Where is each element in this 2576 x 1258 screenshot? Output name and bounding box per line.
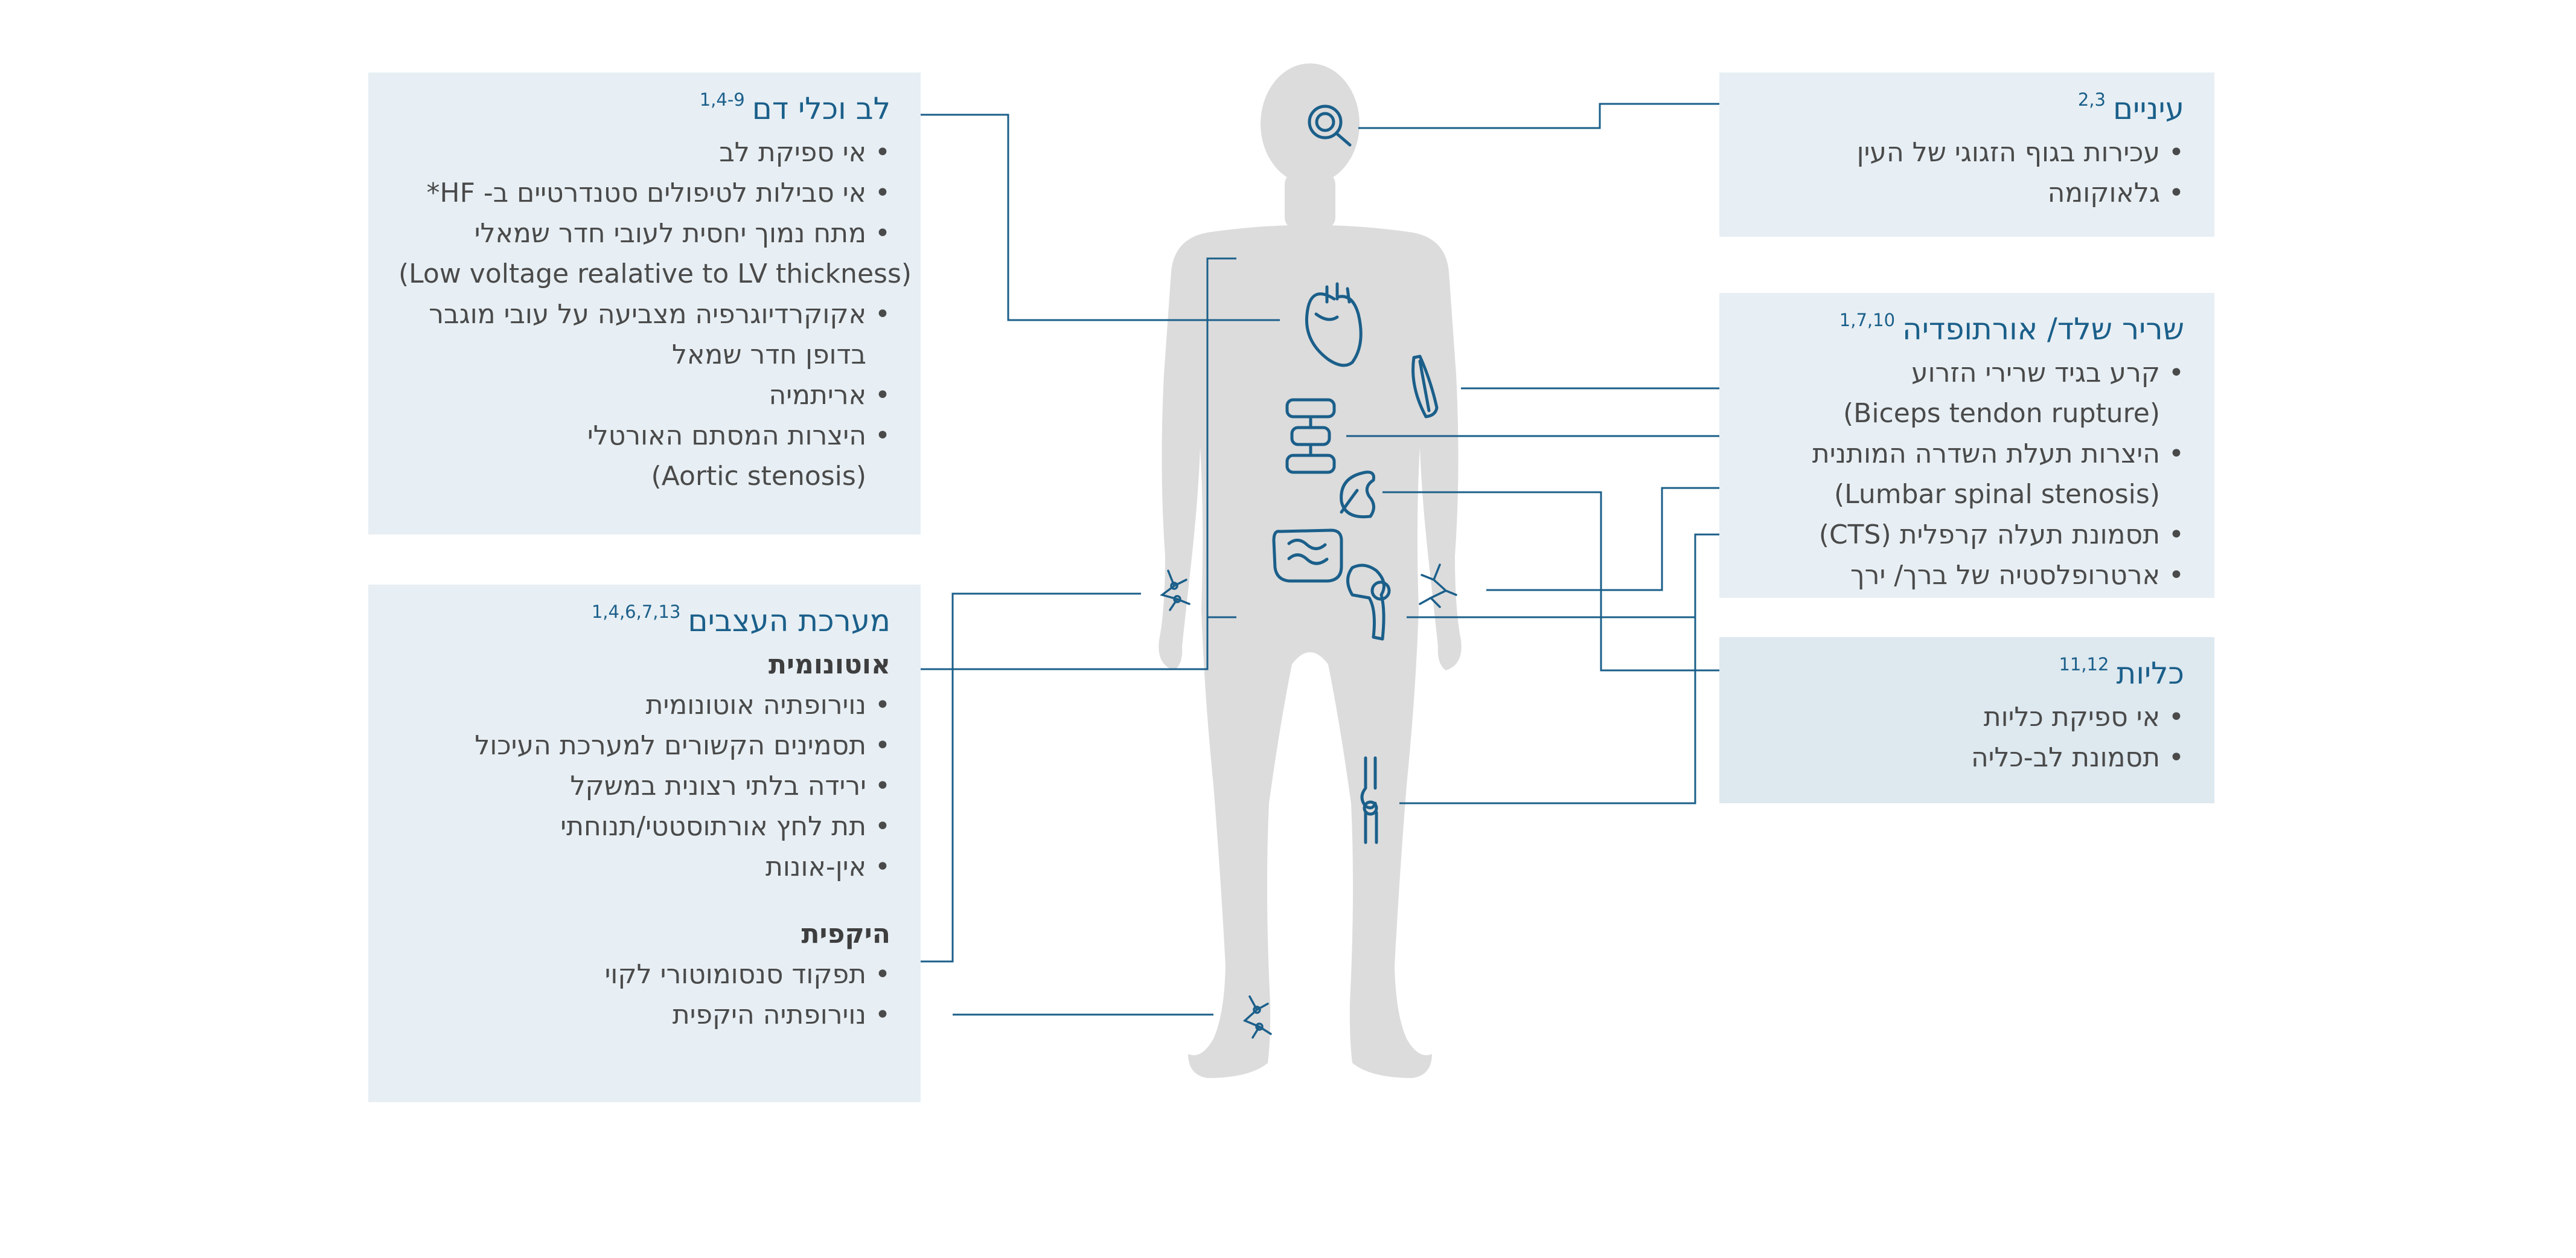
muscle-title: שריר שלד/ אורתופדיה 1,7,10 [1750,310,2184,349]
heart-aortic-note: (Aortic stenosis) [651,461,866,492]
heart-title: לב וכלי דם 1,4-9 [398,89,890,129]
list-item: תסמונת תעלה קרפלית (CTS) [1750,515,2184,555]
kidney-list: אי ספיקת כליות תסמונת לב-כליה [1750,697,2184,778]
heart-echo-note: בדופן חדר שמאל [672,339,866,370]
autonomic-list: נוירופתיה אוטונומית תסמינים הקשורים למער… [398,685,890,887]
eyes-panel: עיניים 2,3 עכירות בגוף הזגוגי של העין גלא… [1719,72,2214,237]
eyes-title-text: עיניים [2112,91,2184,126]
connector-eyes [1358,103,1719,129]
connector-peripheral [918,592,1141,963]
list-item: אין-אונות [398,847,890,887]
list-item: אקוקרדיוגרפיה מצביעה על עובי מוגברבדופן … [398,294,890,375]
heart-voltage-note: (Low voltage realative to LV thickness) [398,258,912,289]
connector-autonomic [918,257,1236,670]
list-item: נוירופתיה אוטונומית [398,685,890,725]
peripheral-heading: היקפית [801,919,890,949]
nervous-title: מערכת העצבים 1,4,6,7,13 [398,602,890,641]
heart-title-text: לב וכלי דם [752,91,890,126]
nerve-icon-right-hand [1419,563,1457,608]
list-item: היצרות תעלת השדרה המותנית(Lumbar spinal … [1750,434,2184,515]
spine-icon [1285,398,1336,474]
muscle-title-text: שריר שלד/ אורתופדיה [1902,312,2184,347]
heart-panel: לב וכלי דם 1,4-9 אי ספיקת לב אי סבילות לט… [368,72,921,534]
connector-muscle-knee [1399,533,1719,804]
list-item: עכירות בגוף הזגוגי של העין [1750,132,2184,173]
list-item: אי ספיקת כליות [1750,697,2184,737]
eyes-title: עיניים 2,3 [1750,89,2184,129]
list-item: מתח נמוך יחסית לעובי חדר שמאלי(Low volta… [398,213,912,294]
kidney-title-text: כליות [2116,656,2184,691]
muscle-biceps-note: (Biceps tendon rupture) [1843,398,2160,429]
list-item: ארטרופלסטיה של ברך/ ירך [1750,555,2184,595]
muscle-list: קרע בגיד שרירי הזרוע(Biceps tendon ruptu… [1750,353,2184,595]
muscle-lumbar-note: (Lumbar spinal stenosis) [1833,479,2160,510]
list-item: אריתמיה [398,375,890,416]
heart-ref: 1,4-9 [699,89,745,110]
nervous-ref: 1,4,6,7,13 [591,602,681,622]
muscle-panel: שריר שלד/ אורתופדיה 1,7,10 קרע בגיד שרירי… [1719,293,2214,598]
list-item: גלאוקומה [1750,173,2184,213]
kidney-title: כליות 11,12 [1750,654,2184,693]
list-item: נוירופתיה היקפית [398,995,890,1035]
list-item: תסמינים הקשורים למערכת העיכול [398,725,890,766]
eyes-list: עכירות בגוף הזגוגי של העין גלאוקומה [1750,132,2184,213]
nervous-panel: מערכת העצבים 1,4,6,7,13 אוטונומית נוירופת… [368,585,921,1102]
body-silhouette [1159,63,1462,1078]
eye-icon [1308,104,1352,147]
heart-list: אי ספיקת לב אי סבילות לטיפולים סטנדרטיים… [398,132,912,496]
peripheral-list: תפקוד סנסומוטורי לקוי נוירופתיה היקפית [398,954,890,1035]
kidney-ref: 11,12 [2059,654,2109,675]
list-item: תת לחץ אורתוסטטי/תנוחתי [398,806,890,847]
nerve-icon-left-hand [1160,570,1191,611]
kidney-panel: כליות 11,12 אי ספיקת כליות תסמונת לב-כליה [1719,637,2214,803]
list-item: קרע בגיד שרירי הזרוע(Biceps tendon ruptu… [1750,353,2184,434]
heart-icon [1305,282,1363,367]
nervous-title-text: מערכת העצבים [688,603,890,638]
connector-heart [918,114,1280,321]
eyes-ref: 2,3 [2077,89,2106,110]
connector-lines [918,103,1719,1016]
connector-muscle-hand [1486,487,1719,591]
kidney-icon [1340,470,1375,519]
nerve-icon-foot [1242,995,1272,1039]
autonomic-heading: אוטונומית [768,649,890,680]
muscle-icon [1411,355,1439,419]
intestine-icon [1272,528,1343,583]
list-item: תסמונת לב-כליה [1750,737,2184,778]
list-item: אי סבילות לטיפולים סטנדרטיים ב- HF* [398,173,890,213]
list-item: ירידה בלתי רצונית במשקל [398,766,890,806]
hip-joint-icon [1346,563,1391,641]
list-item: אי ספיקת לב [398,132,890,173]
knee-joint-icon [1360,756,1378,844]
muscle-ref: 1,7,10 [1839,310,1896,330]
list-item: היצרות המסתם האורטלי(Aortic stenosis) [398,416,890,496]
connector-kidney [1382,491,1719,672]
list-item: תפקוד סנסומוטורי לקוי [398,954,890,995]
